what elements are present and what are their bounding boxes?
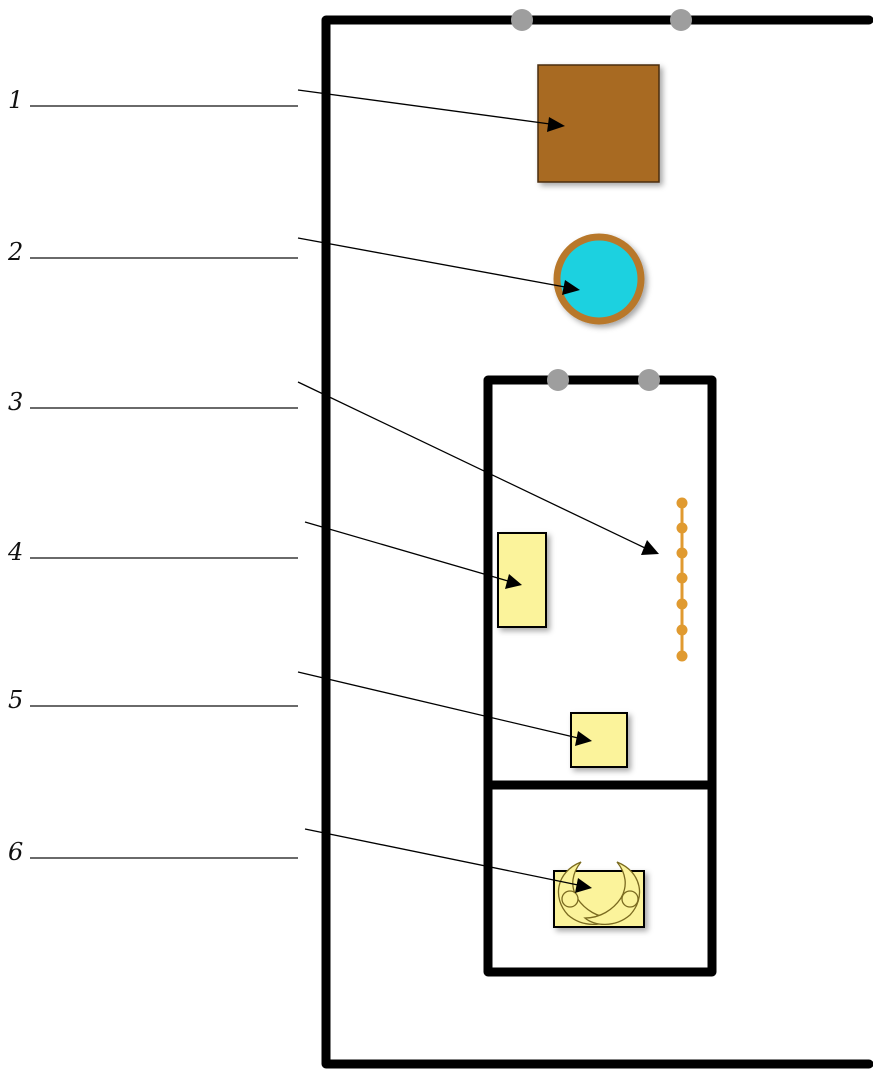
label-number: 2 [7, 238, 23, 266]
leader-arrow-3 [297, 381, 659, 555]
label-number: 4 [7, 538, 23, 566]
label-4: 4 [7, 538, 298, 566]
courtyard-gate-post-left [511, 9, 533, 31]
label-6: 6 [8, 838, 298, 866]
label-number: 6 [8, 838, 23, 866]
leader-arrow-1 [297, 89, 565, 132]
tabernacle-door-post-right [638, 369, 660, 391]
label-5: 5 [8, 686, 298, 714]
label-1: 1 [8, 86, 298, 114]
label-number: 1 [8, 86, 23, 114]
leader-arrow-6 [304, 828, 592, 893]
label-number: 3 [8, 388, 23, 416]
leader-arrow-4 [304, 521, 522, 589]
tabernacle-wall [483, 375, 717, 977]
label-3: 3 [8, 388, 298, 416]
label-number: 5 [8, 686, 23, 714]
courtyard-gate-post-right [670, 9, 692, 31]
lampstand [676, 497, 688, 662]
leader-arrow-5 [297, 671, 592, 746]
laver [553, 233, 645, 325]
leader-arrow-2 [297, 237, 580, 295]
courtyard-wall [321, 15, 873, 1069]
ark-of-the-covenant [553, 861, 645, 928]
tabernacle-door-post-left [547, 369, 569, 391]
label-2: 2 [7, 238, 298, 266]
